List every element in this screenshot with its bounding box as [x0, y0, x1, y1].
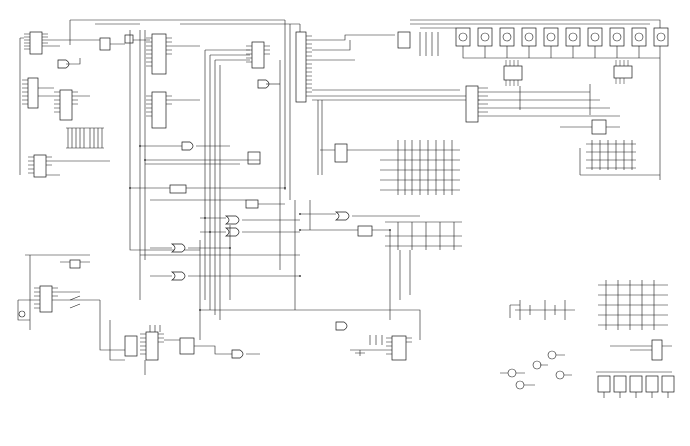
junctions: [129, 145, 391, 311]
nixie-tube: [455, 27, 471, 47]
nixie-tube: [631, 27, 647, 47]
center-gates: [150, 211, 420, 281]
nixie-tube: [565, 27, 581, 47]
led-array-right: [560, 119, 660, 176]
nixie-tube: [499, 27, 515, 47]
left-column: [19, 31, 110, 178]
upper-center-ics: [99, 30, 250, 320]
nixie-tube: [521, 27, 537, 47]
bottom-right-circuits: [500, 300, 575, 390]
switch-matrix-mid: [385, 221, 462, 320]
switch-matrix-upper: [317, 100, 460, 195]
bottom-right-ic: [610, 339, 672, 361]
nixie-tube: [587, 27, 603, 47]
nixie-tube: [609, 27, 625, 47]
segment-displays: [596, 371, 675, 398]
tube-display-row: [397, 27, 669, 59]
nixie-tube: [543, 27, 559, 47]
lower-left-circuit: [17, 254, 130, 361]
top-bus: [69, 19, 661, 200]
tube-drivers: [465, 60, 633, 123]
middle-logic: [129, 30, 285, 251]
lower-center-ic: [335, 321, 412, 361]
center-ic-group: [246, 31, 480, 103]
long-wires: [140, 60, 311, 310]
lower-center-left: [124, 309, 421, 375]
nixie-tube: [653, 27, 669, 47]
resistor-array-left: [66, 127, 104, 149]
key-matrix-bottom-right: [598, 280, 668, 330]
nixie-tube: [477, 27, 493, 47]
